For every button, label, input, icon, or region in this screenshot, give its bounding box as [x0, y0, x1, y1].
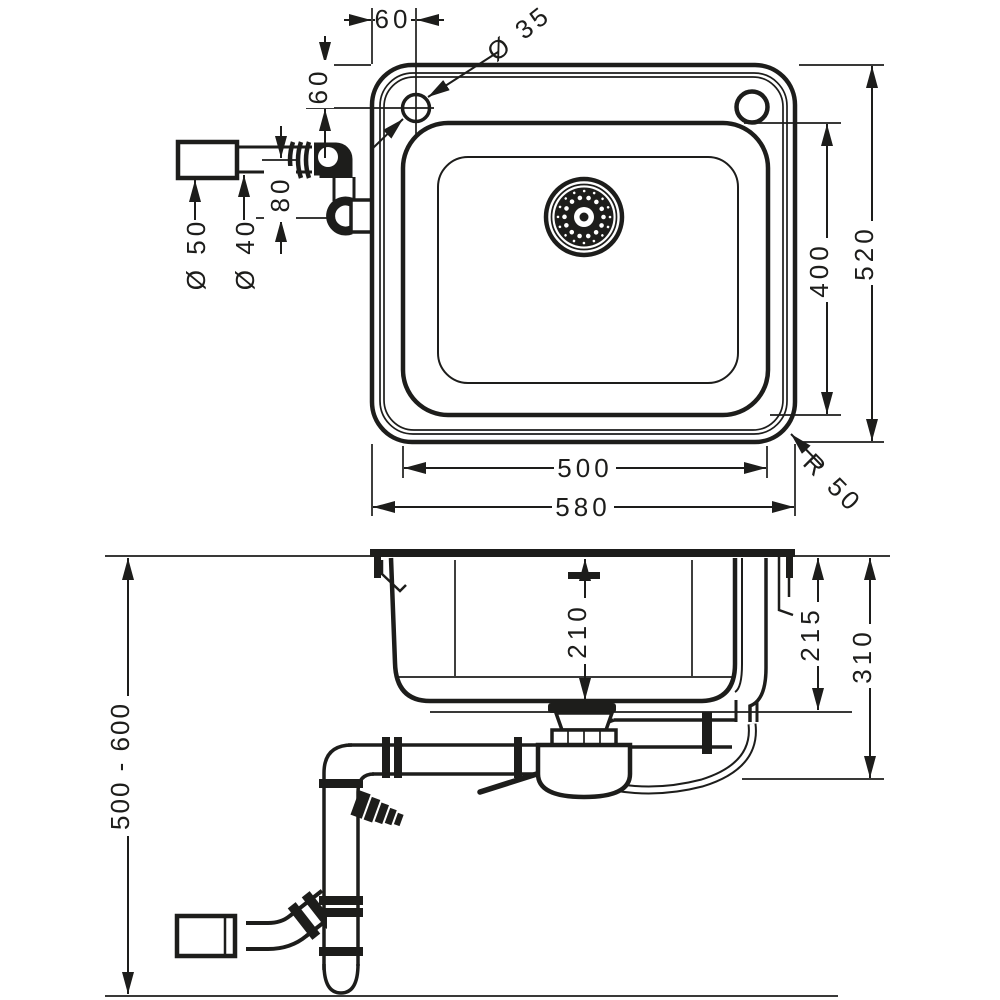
- drain-flange: [548, 703, 616, 713]
- dim-bowl-length: 500: [557, 453, 612, 483]
- top-view: 60 60 Ø 35 80 Ø 50 Ø 40 400 520 500 580 …: [175, 0, 884, 522]
- dim-corner-radius: R 50: [797, 447, 868, 518]
- corner-radius-leader: [790, 433, 823, 467]
- hose-ring: [295, 141, 304, 179]
- trap-cup: [535, 742, 633, 800]
- dim-outlet-height-range: 500 - 600: [105, 702, 135, 830]
- sink-top-outline: [369, 62, 798, 445]
- dim-hole-diameter: Ø 35: [481, 0, 557, 67]
- downpipe-outer: [322, 743, 353, 970]
- hose-ring: [303, 141, 312, 179]
- dim-pipe-outer: Ø 50: [181, 218, 211, 290]
- mounting-clip-right: [777, 557, 794, 617]
- bowl-section: [370, 549, 852, 722]
- bowl-wall: [388, 557, 738, 704]
- drain-tailpiece: [553, 711, 615, 732]
- dim-depth-below-counter: 215: [795, 606, 825, 661]
- overflow-channel-inner: [734, 558, 743, 693]
- downpipe-cap: [322, 963, 360, 995]
- overflow-pipe-assembly: [175, 139, 374, 236]
- drain-strainer: [543, 176, 625, 258]
- dim-hole-offset-x: 60: [375, 4, 412, 34]
- sink-outer-edge: [369, 62, 798, 445]
- bowl-rim: [400, 120, 771, 418]
- wall-outlet: [174, 913, 238, 959]
- faucet-hole-left: [400, 92, 432, 124]
- overflow-channel-outer: [748, 558, 768, 722]
- section-view: 210 215 310 500 - 600: [104, 549, 890, 997]
- faucet-hole-right: [734, 89, 770, 125]
- dim-bowl-depth: 210: [562, 603, 592, 658]
- dim-overall-width: 520: [849, 225, 879, 280]
- section-dimensions: [122, 558, 876, 994]
- waste-pipework: [174, 700, 759, 995]
- dim-hole-offset-y: 60: [303, 68, 333, 105]
- hole-leader-2: [371, 118, 404, 150]
- pipe-fitting: [326, 196, 353, 236]
- bowl-bottom-edge: [437, 156, 739, 384]
- dim-overall-length: 580: [555, 492, 610, 522]
- dim-drain-offset: 80: [265, 176, 295, 213]
- pipe-end-O50: [175, 139, 240, 181]
- dim-bowl-width: 400: [804, 242, 834, 297]
- mounting-clip-left: [380, 560, 407, 593]
- dim-pipe-inner: Ø 40: [230, 218, 260, 290]
- section-labels: 210 215 310 500 - 600: [105, 603, 877, 830]
- dim-total-depth: 310: [847, 628, 877, 683]
- sink-rim-section: [370, 549, 795, 557]
- hose-barb-connector: [350, 790, 404, 827]
- hole-diameter-leader: [427, 51, 499, 98]
